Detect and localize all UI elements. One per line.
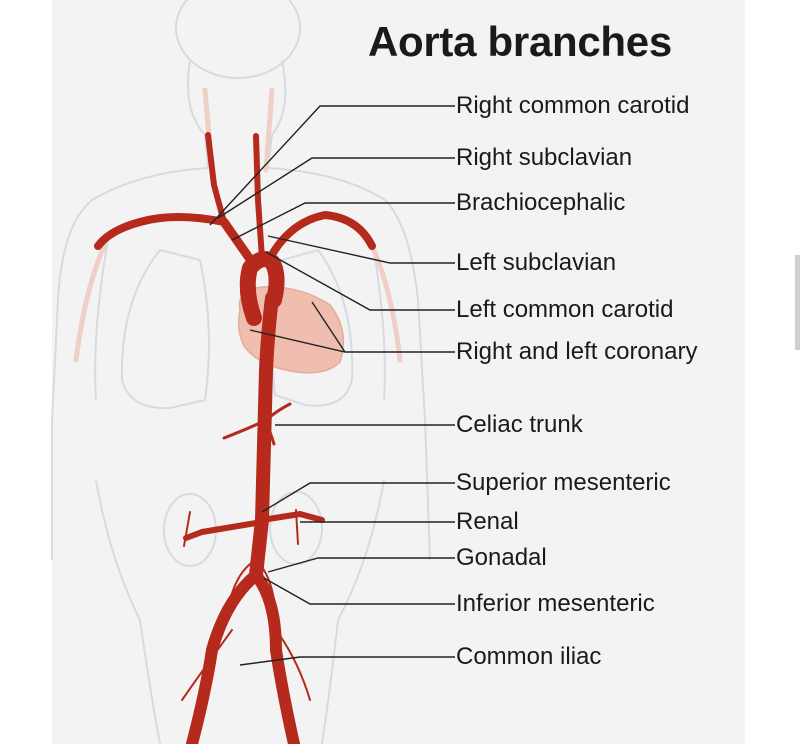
label-brachiocephalic: Brachiocephalic	[456, 189, 626, 216]
leader-left-common-carotid	[265, 251, 455, 311]
leader-brachiocephalic	[231, 202, 455, 241]
arterial-tree	[94, 132, 376, 744]
diagram-title: Aorta branches	[368, 18, 672, 65]
label-right-and-left-coronary: Right and left coronary	[456, 338, 698, 365]
label-gonadal: Gonadal	[456, 544, 547, 571]
leader-lines	[209, 105, 455, 666]
label-celiac-trunk: Celiac trunk	[456, 411, 583, 438]
leader-left-subclavian	[267, 235, 455, 264]
label-inferior-mesenteric: Inferior mesenteric	[456, 590, 655, 617]
leader-right-common-carotid	[209, 105, 455, 226]
label-right-common-carotid: Right common carotid	[456, 92, 690, 119]
label-superior-mesenteric: Superior mesenteric	[456, 469, 671, 496]
leader-right-subclavian	[217, 157, 455, 219]
leader-common-iliac	[239, 656, 455, 666]
leader-superior-mesenteric	[261, 482, 455, 513]
label-right-subclavian: Right subclavian	[456, 144, 633, 171]
label-left-common-carotid: Left common carotid	[456, 296, 674, 323]
body-silhouette	[51, 0, 431, 744]
label-common-iliac: Common iliac	[456, 643, 602, 670]
leader-gonadal	[267, 557, 455, 573]
leader-inferior-mesenteric	[263, 577, 455, 605]
edge-strip	[795, 255, 800, 350]
label-renal: Renal	[456, 508, 519, 535]
label-left-subclavian: Left subclavian	[456, 249, 617, 276]
leader-coronary-2	[311, 301, 346, 353]
diagram-background	[52, 0, 745, 744]
